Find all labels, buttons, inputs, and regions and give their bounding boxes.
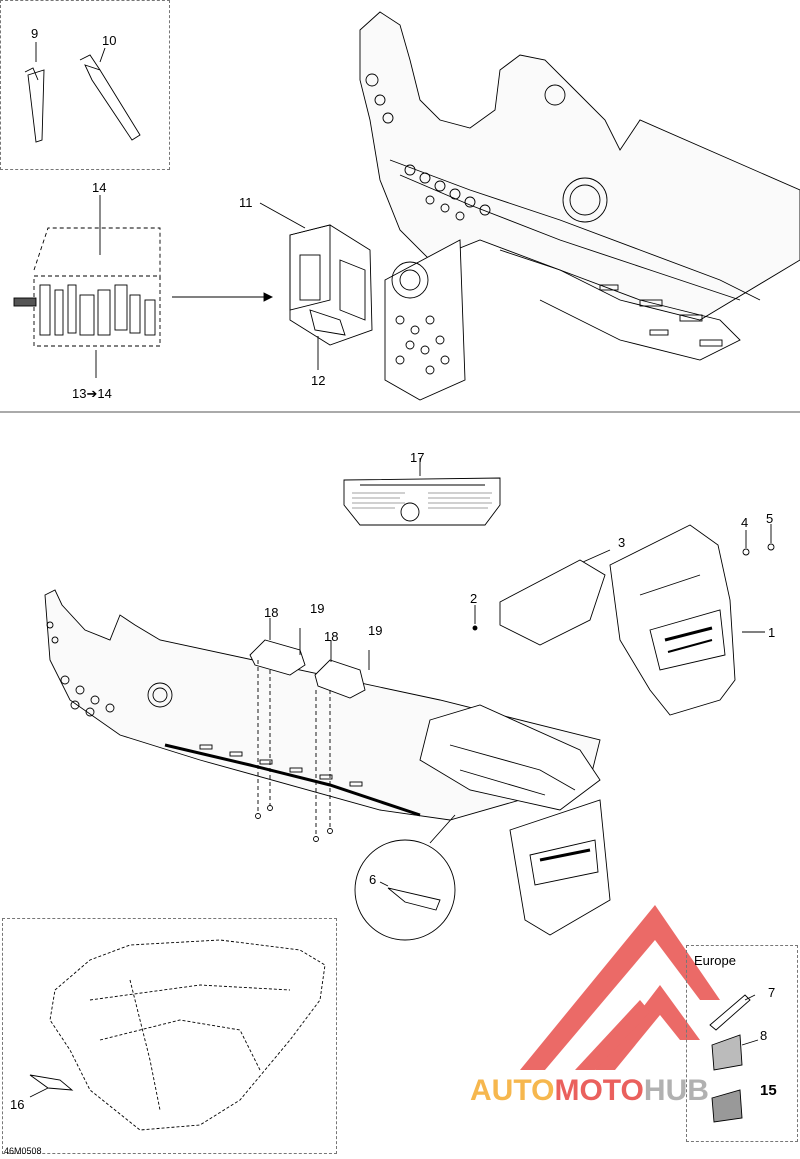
callout-2: 2 xyxy=(470,591,478,606)
callout-6: 6 xyxy=(369,872,377,887)
callout-17: 17 xyxy=(410,450,425,465)
rear-rack xyxy=(419,704,601,811)
reflector-7 xyxy=(709,994,751,1031)
watermark-logo xyxy=(520,905,720,1070)
callout-8: 8 xyxy=(760,1028,768,1043)
reflector-15 xyxy=(711,1089,743,1123)
deflector-16 xyxy=(29,1074,74,1091)
callout-15: 15 xyxy=(760,1082,777,1099)
region-label-europe: Europe xyxy=(694,953,736,968)
watermark-text: AUTOMOTOHUB xyxy=(470,1074,709,1108)
callout-3: 3 xyxy=(618,535,626,550)
watermark-auto: AUTO xyxy=(470,1074,555,1107)
bracket-18b xyxy=(314,640,366,699)
europe-detail-box xyxy=(686,945,798,1142)
bellypan-detail-box xyxy=(2,918,337,1154)
callout-13-14: 13➔14 xyxy=(72,386,112,401)
callout-1: 1 xyxy=(768,625,776,640)
callout-14: 14 xyxy=(92,180,107,195)
callout-5: 5 xyxy=(766,511,774,526)
callout-9: 9 xyxy=(31,26,39,41)
suspension-plate-top xyxy=(384,239,466,401)
nut-5 xyxy=(767,543,775,551)
callout-18a: 18 xyxy=(264,605,279,620)
figure-code: 46M0508 xyxy=(4,1146,42,1156)
bracket-18a xyxy=(249,618,306,676)
callout-16: 16 xyxy=(10,1097,25,1112)
callout-19a: 19 xyxy=(310,601,325,616)
tool-box-11-12 xyxy=(259,202,373,370)
screw-4 xyxy=(742,548,750,556)
watermark-hub: HUB xyxy=(643,1074,709,1107)
callout-19b: 19 xyxy=(368,623,383,638)
tool-kit-14 xyxy=(13,195,274,378)
decal-17 xyxy=(343,458,501,526)
plate-3 xyxy=(499,549,611,646)
callout-4: 4 xyxy=(741,515,749,530)
wrench-detail-box xyxy=(0,0,170,170)
wrenches-9-10 xyxy=(24,42,141,143)
reflector-8 xyxy=(711,1034,743,1071)
bellypan-16 xyxy=(49,939,326,1131)
rivet-2 xyxy=(472,625,478,631)
callout-10: 10 xyxy=(102,33,117,48)
watermark-moto: MOTO xyxy=(554,1074,644,1107)
callout-11: 11 xyxy=(239,195,253,210)
callout-12: 12 xyxy=(311,373,326,388)
frame-chassis-top xyxy=(359,11,800,361)
snowflap-lower xyxy=(509,799,611,936)
callout-7: 7 xyxy=(768,985,776,1000)
snowflap-1 xyxy=(609,524,765,716)
callout-18b: 18 xyxy=(324,629,339,644)
detail-circle-6 xyxy=(354,814,456,941)
